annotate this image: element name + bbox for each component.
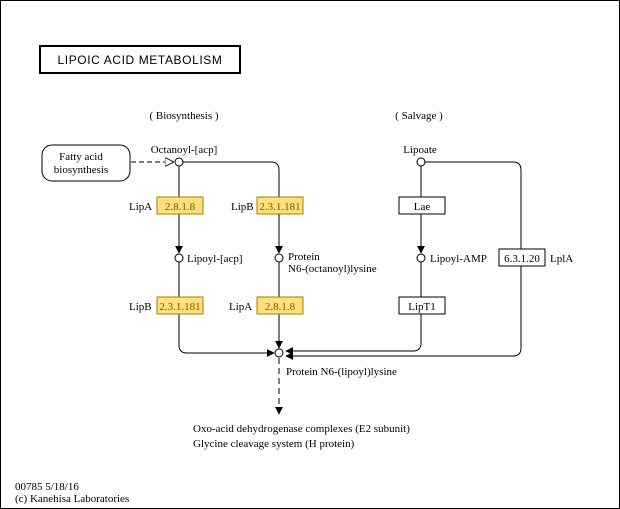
octanoyl-acp-label: Octanoyl-[acp] (151, 144, 218, 156)
lipoate-label: Lipoate (403, 144, 437, 156)
salvage-label: ( Salvage ) (395, 110, 443, 122)
lipa-gene-label-lower: LipA (229, 301, 252, 313)
lipoyl-acp-node[interactable] (174, 253, 184, 263)
map-label-line2: biosynthesis (54, 164, 108, 176)
enzyme-2-3-1-181-upper-label: 2.3.1.181 (259, 201, 300, 213)
lpla-gene-label: LplA (550, 253, 573, 265)
enzyme-6-3-1-20[interactable]: 6.3.1.20 (498, 248, 546, 267)
lipoyl-acp-to-protein-lipoyl-edge (178, 262, 275, 357)
lipa-gene-label-upper: LipA (129, 201, 152, 213)
enzyme-2-8-1-8-lower[interactable]: 2.8.1.8 (256, 296, 304, 315)
enzyme-2-3-1-181-lower[interactable]: 2.3.1.181 (156, 296, 204, 315)
title-box: LIPOIC ACID METABOLISM (39, 45, 241, 74)
protein-lipoyl-node[interactable] (274, 348, 284, 358)
lipoyl-amp-label: Lipoyl-AMP (430, 253, 487, 265)
protein-lipoyl-label: Protein N6-(lipoyl)lysine (286, 366, 397, 378)
lipoyl-amp-node[interactable] (416, 253, 426, 263)
fatty-acid-biosynthesis-map-link[interactable]: Fatty acid biosynthesis (41, 144, 131, 182)
enzyme-lipt1-label: LipT1 (408, 301, 436, 313)
protein-octanoyl-node[interactable] (274, 253, 284, 263)
product-e2-subunit: Oxo-acid dehydrogenase complexes (E2 sub… (193, 423, 410, 435)
octanoyl-acp-node[interactable] (174, 157, 184, 167)
enzyme-lipt1[interactable]: LipT1 (398, 296, 446, 315)
lipoyl-amp-to-protein-lipoyl-edge (285, 262, 422, 355)
enzyme-lae[interactable]: Lae (398, 196, 446, 215)
enzyme-2-8-1-8-lower-label: 2.8.1.8 (265, 301, 296, 313)
protein-octanoyl-label-line1: Protein (288, 251, 320, 263)
map-id-date: 00785 5/18/16 (15, 481, 79, 493)
enzyme-lae-label: Lae (414, 201, 431, 213)
enzyme-6-3-1-20-label: 6.3.1.20 (504, 253, 540, 265)
lipb-gene-label-lower: LipB (129, 301, 152, 313)
map-label-line1: Fatty acid (59, 151, 103, 163)
lipb-gene-label-upper: LipB (231, 201, 254, 213)
enzyme-2-8-1-8-upper-label: 2.8.1.8 (165, 201, 196, 213)
enzyme-2-8-1-8-upper[interactable]: 2.8.1.8 (156, 196, 204, 215)
lipoate-node[interactable] (416, 157, 426, 167)
lipoyl-acp-label: Lipoyl-[acp] (187, 253, 243, 265)
page-title: LIPOIC ACID METABOLISM (57, 53, 222, 67)
biosynthesis-label: ( Biosynthesis ) (149, 110, 218, 122)
enzyme-2-3-1-181-upper[interactable]: 2.3.1.181 (256, 196, 304, 215)
octanoyl-to-protein-octanoyl-edge (183, 161, 283, 254)
product-h-protein: Glycine cleavage system (H protein) (193, 438, 355, 450)
copyright-notice: (c) Kanehisa Laboratories (15, 493, 129, 505)
enzyme-2-3-1-181-lower-label: 2.3.1.181 (159, 301, 200, 313)
protein-octanoyl-label-line2: N6-(octanoyl)lysine (288, 263, 377, 275)
